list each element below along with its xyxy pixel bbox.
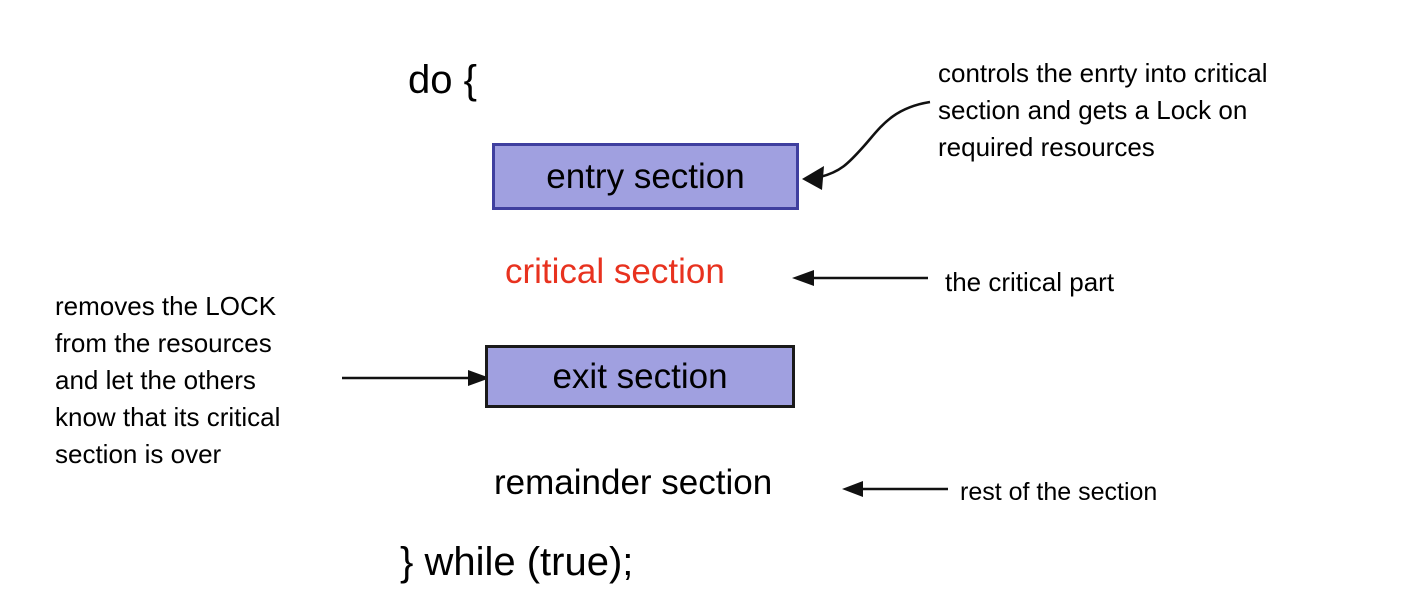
entry-annotation-arrow <box>819 100 931 179</box>
exit-annotation-line: from the resources <box>55 328 272 358</box>
entry-annotation: controls the enrty into critical section… <box>938 55 1267 166</box>
critical-annotation-arrowhead <box>792 270 814 286</box>
critical-section-label: critical section <box>505 252 725 291</box>
exit-section-label: exit section <box>552 356 728 396</box>
remainder-annotation: rest of the section <box>960 478 1158 506</box>
remainder-section-label: remainder section <box>494 463 773 502</box>
entry-annotation-line: controls the enrty into critical <box>938 58 1268 88</box>
exit-annotation-arrowhead <box>468 370 490 386</box>
exit-annotation-line: and let the others <box>55 365 256 395</box>
remainder-annotation-arrowhead <box>842 481 863 497</box>
entry-annotation-line: section and gets a Lock on <box>938 95 1248 125</box>
critical-annotation: the critical part <box>945 267 1115 297</box>
entry-section-label: entry section <box>546 156 745 196</box>
entry-annotation-arrowhead <box>802 166 824 190</box>
exit-section-box: exit section <box>485 345 795 408</box>
do-open-code: do { <box>408 58 477 102</box>
entry-section-box: entry section <box>492 143 799 210</box>
exit-annotation-line: removes the LOCK <box>55 291 277 321</box>
do-close-code: } while (true); <box>400 540 634 584</box>
exit-annotation-line: section is over <box>55 439 222 469</box>
exit-annotation-line: know that its critical <box>55 402 281 432</box>
entry-annotation-line: required resources <box>938 132 1155 162</box>
exit-annotation: removes the LOCK from the resources and … <box>55 288 280 473</box>
